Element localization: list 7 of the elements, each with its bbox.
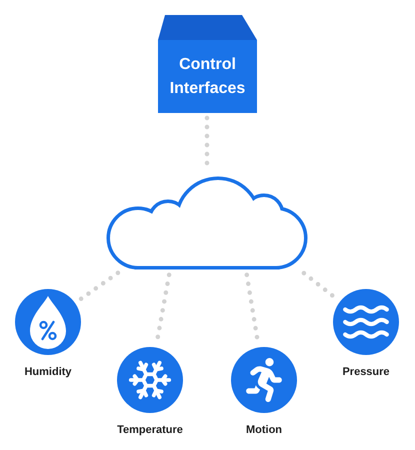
cube-box	[158, 15, 257, 113]
sensor-label: Humidity	[24, 365, 72, 379]
dotted-connector	[76, 270, 120, 302]
box-label: Control Interfaces	[168, 54, 246, 98]
sensor-label: Motion	[246, 423, 282, 437]
sensor-label: Pressure	[342, 365, 390, 379]
sensor-label: Temperature	[117, 423, 183, 437]
